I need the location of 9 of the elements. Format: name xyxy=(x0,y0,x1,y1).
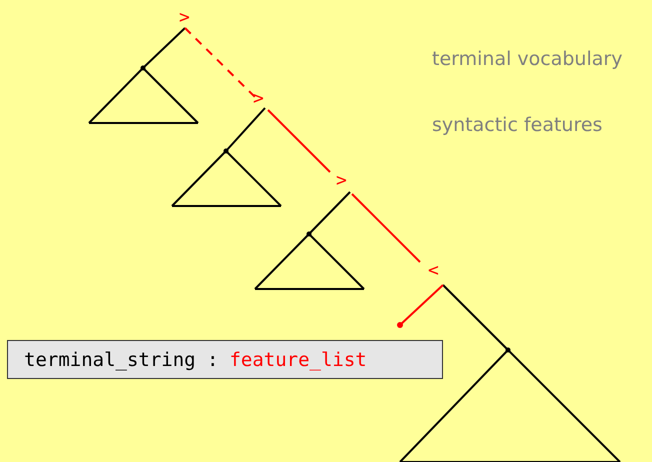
annotation-text: syntactic features xyxy=(432,116,602,135)
feature-mark: > xyxy=(336,172,347,190)
terminal-string-text: terminal_string : xyxy=(24,348,218,370)
annotation-text: terminal vocabulary xyxy=(432,50,622,69)
feature-box xyxy=(7,340,443,379)
feature-mark: < xyxy=(428,262,439,280)
feature-list-text: feature_list xyxy=(229,348,367,370)
feature-mark: > xyxy=(179,9,190,27)
feature-mark: > xyxy=(253,90,264,108)
